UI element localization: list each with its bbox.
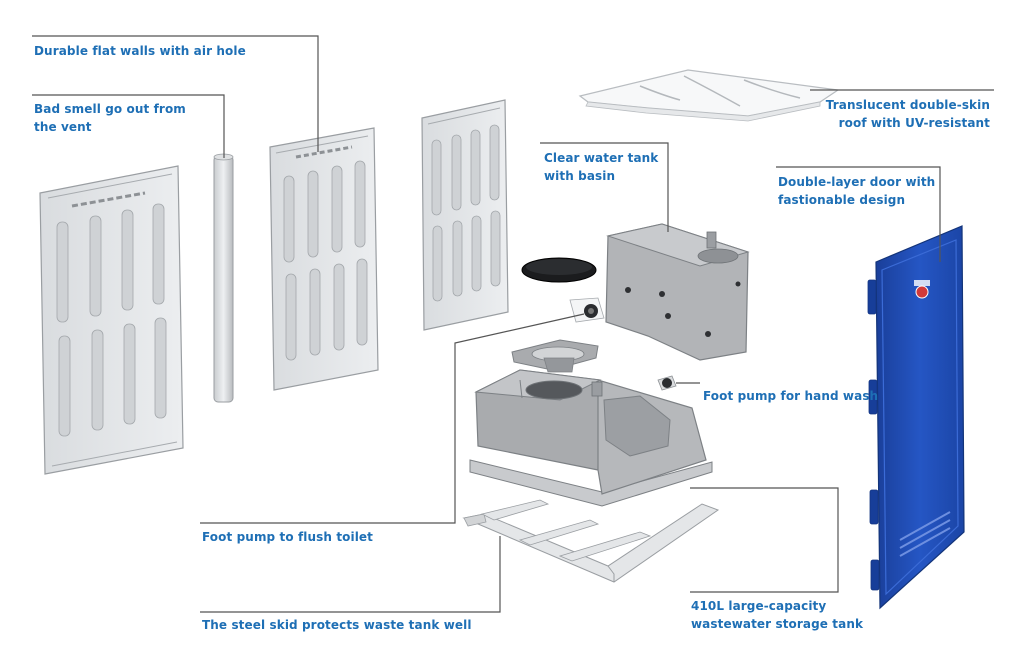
label-waste-tank: 410L large-capacity wastewater storage t… [691, 597, 863, 633]
label-flush-pump: Foot pump to flush toilet [202, 528, 373, 546]
label-hand-pump-text: Foot pump for hand wash [703, 389, 879, 403]
leader-walls [32, 35, 319, 152]
vent-pipe [213, 153, 234, 403]
toilet-lid [521, 257, 597, 283]
leader-flush-pump [200, 313, 585, 524]
label-water-tank: Clear water tank with basin [544, 149, 658, 185]
label-roof-line1: Translucent double-skin [825, 98, 990, 112]
wall-panel-left [39, 165, 184, 475]
label-flush-pump-text: Foot pump to flush toilet [202, 530, 373, 544]
leader-skid [200, 536, 501, 613]
flush-foot-pump [569, 297, 605, 323]
label-walls: Durable flat walls with air hole [34, 42, 246, 60]
toilet-bowl-ring [511, 339, 599, 373]
wall-panel-right [421, 99, 509, 331]
label-water-tank-line2: with basin [544, 169, 616, 183]
label-skid-text: The steel skid protects waste tank well [202, 618, 472, 632]
translucent-roof [578, 69, 840, 122]
label-water-tank-line1: Clear water tank [544, 151, 659, 165]
label-vent-line2: the vent [34, 120, 92, 134]
waste-tank [469, 369, 713, 507]
label-door: Double-layer door with fastionable desig… [778, 173, 935, 209]
leader-lines [32, 35, 994, 613]
label-roof-line2: roof with UV-resistant [838, 116, 990, 130]
blue-door [867, 225, 965, 610]
label-waste-tank-line1: 410L large-capacity [691, 599, 827, 613]
clear-water-tank [605, 223, 750, 361]
leader-vent [32, 94, 225, 158]
wall-panel-middle [269, 127, 379, 391]
steel-skid [462, 499, 720, 583]
label-door-line2: fastionable design [778, 193, 906, 207]
leader-water-tank [540, 142, 669, 232]
label-hand-pump: Foot pump for hand wash [703, 387, 878, 405]
leader-door [776, 166, 941, 262]
label-walls-text: Durable flat walls with air hole [34, 44, 246, 58]
label-vent-line1: Bad smell go out from [34, 102, 186, 116]
label-waste-tank-line2: wastewater storage tank [691, 617, 864, 631]
label-roof: Translucent double-skin roof with UV-res… [824, 96, 990, 132]
label-door-line1: Double-layer door with [778, 175, 936, 189]
label-vent: Bad smell go out from the vent [34, 100, 186, 136]
label-skid: The steel skid protects waste tank well [202, 616, 472, 634]
hand-wash-foot-pump [657, 375, 677, 391]
leader-waste-tank [690, 487, 839, 593]
